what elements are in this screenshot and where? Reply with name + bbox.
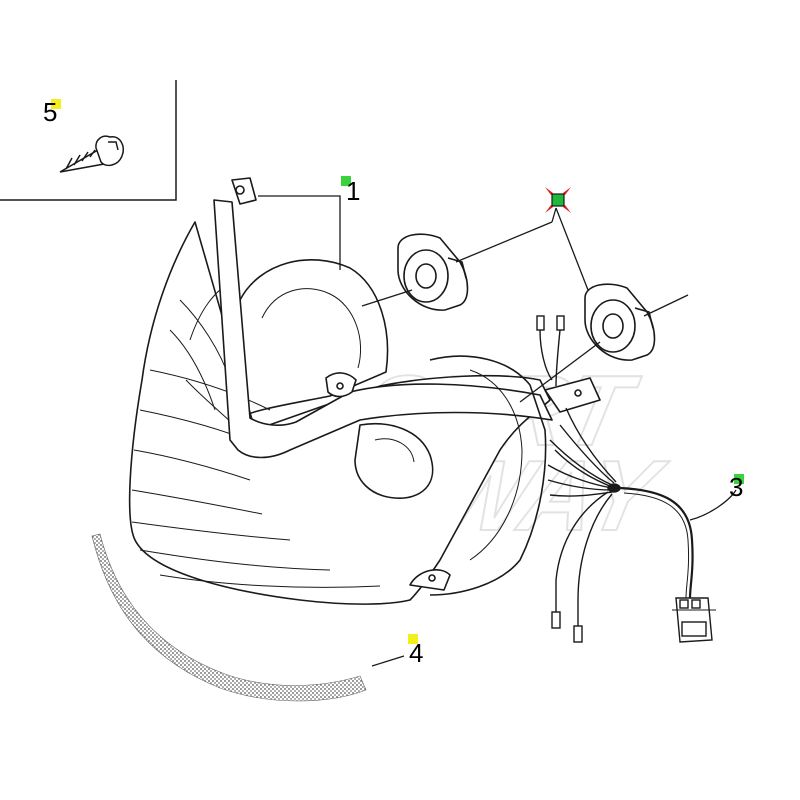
- callout-label-2: 2: [549, 188, 550, 190]
- callout-label-1: 1: [346, 176, 361, 206]
- lens-trim-part4: [91, 533, 367, 702]
- bulb-socket-upper: [397, 233, 469, 311]
- callout-label-4: 4: [409, 638, 424, 668]
- callout-marker-4: [408, 634, 418, 644]
- leader-lines: [258, 195, 737, 667]
- callout-marker-5: [51, 99, 61, 109]
- screw-part5: [59, 135, 124, 173]
- callout-marker-2-cross-icon: [545, 187, 571, 213]
- callout-marker-1: [341, 176, 351, 186]
- callout-marker-3: [734, 474, 744, 484]
- wiring-harness: [536, 315, 716, 643]
- callout-label-5: 5: [43, 97, 58, 127]
- callout-label-3: 3: [729, 472, 744, 502]
- headlight-housing: [128, 177, 601, 605]
- bulb-socket-lower: [584, 283, 656, 361]
- inset-box-part5: [0, 80, 177, 201]
